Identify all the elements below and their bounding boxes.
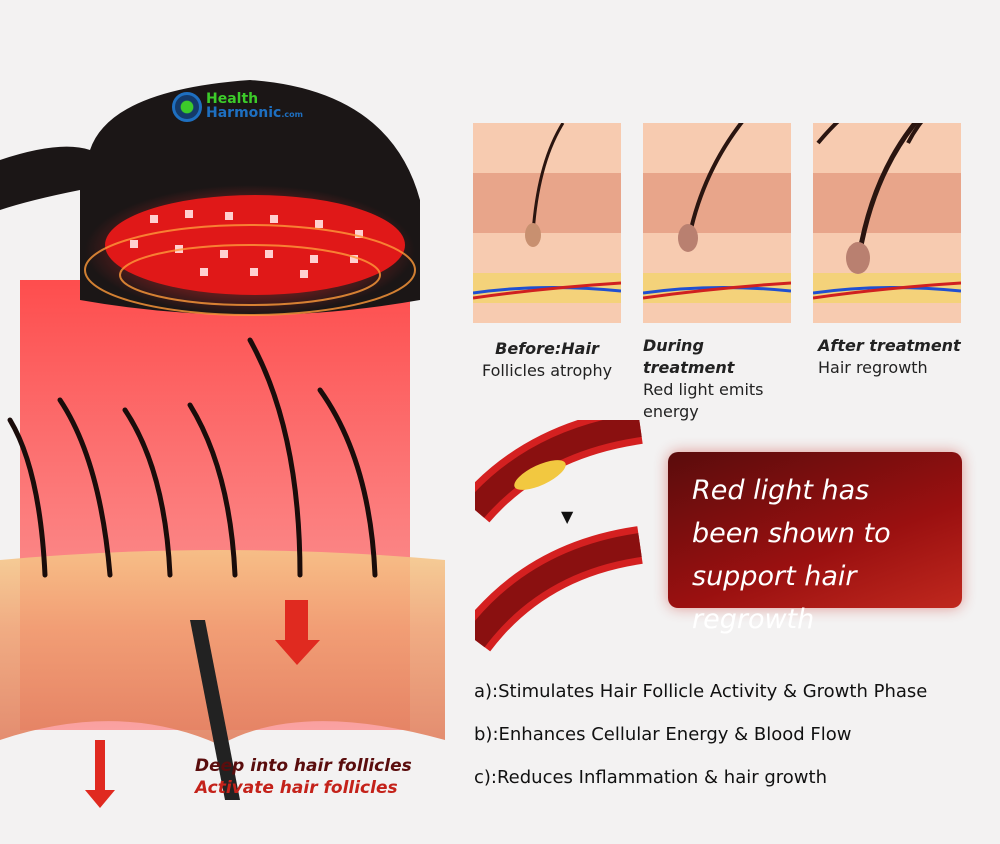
label-activate-follicles: Activate hair follicles bbox=[195, 778, 398, 798]
arrow-down-icon bbox=[85, 740, 115, 808]
brand-logo: Health Harmonic.com bbox=[172, 92, 303, 122]
stage-panel-after bbox=[813, 123, 961, 323]
stage-panel-during bbox=[643, 123, 791, 323]
logo-line2: Harmonic bbox=[206, 105, 282, 121]
label-deep-follicles: Deep into hair follicles bbox=[195, 756, 412, 776]
hair-strands bbox=[7, 337, 378, 578]
callout-box: Red light has been shown to support hair… bbox=[668, 452, 962, 635]
blood-vessel-illustration bbox=[475, 420, 643, 652]
skin-layer bbox=[0, 550, 445, 745]
follicle bbox=[190, 620, 240, 800]
logo-mandala-icon bbox=[172, 92, 202, 122]
stage-panel-before bbox=[473, 123, 621, 323]
logo-line1: Health bbox=[206, 91, 259, 107]
stage-desc: Hair regrowth bbox=[818, 358, 928, 377]
arrow-down-icon: ▼ bbox=[561, 507, 574, 526]
arrow-down-icon bbox=[275, 600, 320, 665]
stage-desc: Red light emits energy bbox=[643, 380, 764, 421]
red-light-cap-illustration bbox=[0, 80, 445, 808]
stage-desc: Follicles atrophy bbox=[481, 361, 613, 380]
stage-title: During treatment bbox=[643, 336, 735, 377]
benefit-item: a):Stimulates Hair Follicle Activity & G… bbox=[474, 681, 928, 702]
benefit-item: c):Reduces Inflammation & hair growth bbox=[474, 767, 827, 788]
stage-title: Before:Hair bbox=[495, 339, 599, 358]
logo-suffix: .com bbox=[281, 110, 303, 119]
stage-title: After treatment bbox=[818, 336, 961, 355]
benefit-item: b):Enhances Cellular Energy & Blood Flow bbox=[474, 724, 852, 745]
